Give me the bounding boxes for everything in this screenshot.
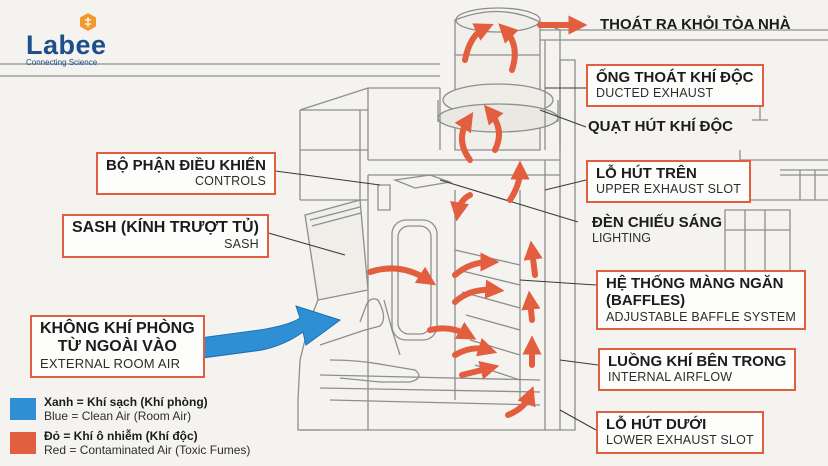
upper-slot-vi: LỖ HÚT TRÊN bbox=[596, 165, 697, 182]
upper-slot-en: UPPER EXHAUST SLOT bbox=[596, 182, 742, 197]
label-lower-slot: LỖ HÚT DƯỚI LOWER EXHAUST SLOT bbox=[596, 411, 764, 454]
label-ducted-exhaust: ỐNG THOÁT KHÍ ĐỘC DUCTED EXHAUST bbox=[586, 64, 764, 107]
label-controls: BỘ PHẬN ĐIỀU KHIỂN CONTROLS bbox=[96, 152, 277, 195]
legend-clean-desc: Blue = Clean Air (Room Air) bbox=[44, 409, 192, 423]
label-sash: SASH (KÍNH TRƯỢT TỦ) SASH bbox=[62, 214, 269, 258]
controls-vi: BỘ PHẬN ĐIỀU KHIỂN bbox=[106, 157, 267, 174]
label-internal-airflow: LUỒNG KHÍ BÊN TRONG INTERNAL AIRFLOW bbox=[598, 348, 797, 391]
brand-tagline: Connecting Science bbox=[26, 58, 98, 67]
brand-hex-icon bbox=[80, 13, 96, 31]
baffles-vi-1: HỆ THỐNG MÀNG NGĂN bbox=[606, 275, 784, 292]
ducted-exhaust-vi: ỐNG THOÁT KHÍ ĐỘC bbox=[596, 69, 754, 86]
label-exhaust-fan: QUẠT HÚT KHÍ ĐỘC bbox=[588, 118, 733, 135]
legend-contaminated-swatch bbox=[10, 432, 36, 454]
exit-building-vi: THOÁT RA KHỎI TÒA NHÀ bbox=[600, 16, 791, 33]
brand-logo: Labee Connecting Science bbox=[26, 30, 107, 67]
baffles-vi-2: (BAFFLES) bbox=[606, 292, 686, 310]
legend-clean-title: Xanh = Khí sạch (Khí phòng) bbox=[44, 395, 208, 409]
brand-name: Labee bbox=[26, 30, 107, 60]
room-air-vi-2: TỪ NGOÀI VÀO bbox=[57, 338, 177, 356]
sash-en: SASH bbox=[224, 237, 259, 252]
lower-slot-vi: LỖ HÚT DƯỚI bbox=[606, 416, 707, 433]
internal-airflow-en: INTERNAL AIRFLOW bbox=[608, 370, 733, 385]
ducted-exhaust-en: DUCTED EXHAUST bbox=[596, 86, 714, 101]
legend-clean-swatch bbox=[10, 398, 36, 420]
legend-contaminated-desc: Red = Contaminated Air (Toxic Fumes) bbox=[44, 443, 251, 457]
lighting-en: LIGHTING bbox=[592, 231, 652, 246]
internal-airflow-vi: LUỒNG KHÍ BÊN TRONG bbox=[608, 353, 787, 370]
sash-vi: SASH (KÍNH TRƯỢT TỦ) bbox=[72, 219, 259, 236]
legend-contaminated-title: Đỏ = Khí ô nhiễm (Khí độc) bbox=[44, 429, 198, 443]
controls-en: CONTROLS bbox=[194, 174, 267, 189]
label-upper-slot: LỖ HÚT TRÊN UPPER EXHAUST SLOT bbox=[586, 160, 752, 203]
label-exit-building: THOÁT RA KHỎI TÒA NHÀ bbox=[600, 16, 791, 33]
exhaust-fan-vi: QUẠT HÚT KHÍ ĐỘC bbox=[588, 118, 733, 135]
lower-slot-en: LOWER EXHAUST SLOT bbox=[606, 433, 754, 448]
baffles-en: ADJUSTABLE BAFFLE SYSTEM bbox=[606, 309, 797, 324]
room-air-arrow bbox=[199, 305, 342, 359]
label-baffles: HỆ THỐNG MÀNG NGĂN (BAFFLES) ADJUSTABLE … bbox=[596, 270, 807, 330]
room-air-en: EXTERNAL ROOM AIR bbox=[40, 355, 181, 371]
label-lighting: ĐÈN CHIẾU SÁNG LIGHTING bbox=[592, 214, 722, 246]
room-air-vi-1: KHÔNG KHÍ PHÒNG bbox=[40, 320, 195, 337]
label-room-air: KHÔNG KHÍ PHÒNG TỪ NGOÀI VÀO EXTERNAL RO… bbox=[30, 315, 205, 378]
lighting-vi: ĐÈN CHIẾU SÁNG bbox=[592, 214, 723, 231]
